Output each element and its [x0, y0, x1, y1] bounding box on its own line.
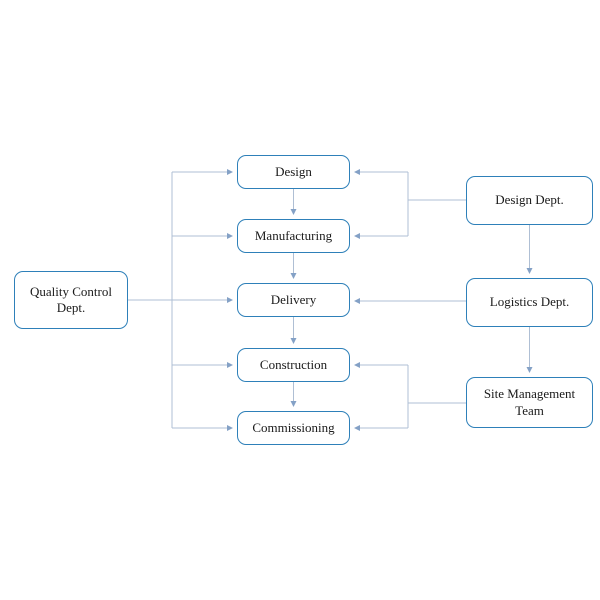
node-quality-control-dept[interactable]: Quality Control Dept.	[14, 271, 128, 329]
node-commissioning-label: Commissioning	[252, 419, 335, 435]
node-design-label: Design	[275, 163, 312, 179]
node-site-management-team[interactable]: Site Management Team	[466, 377, 593, 428]
node-quality-control-dept-label: Quality Control Dept.	[30, 283, 112, 315]
node-delivery[interactable]: Delivery	[237, 283, 350, 317]
node-manufacturing[interactable]: Manufacturing	[237, 219, 350, 253]
node-design[interactable]: Design	[237, 155, 350, 189]
node-logistics-dept[interactable]: Logistics Dept.	[466, 278, 593, 327]
node-manufacturing-label: Manufacturing	[254, 227, 333, 243]
node-commissioning[interactable]: Commissioning	[237, 411, 350, 445]
node-design-dept-label: Design Dept.	[495, 192, 564, 208]
node-logistics-dept-label: Logistics Dept.	[489, 294, 570, 310]
node-design-dept[interactable]: Design Dept.	[466, 176, 593, 225]
node-construction-label: Construction	[259, 356, 328, 372]
node-site-management-team-label: Site Management Team	[483, 386, 576, 418]
node-construction[interactable]: Construction	[237, 348, 350, 382]
node-delivery-label: Delivery	[270, 291, 317, 307]
